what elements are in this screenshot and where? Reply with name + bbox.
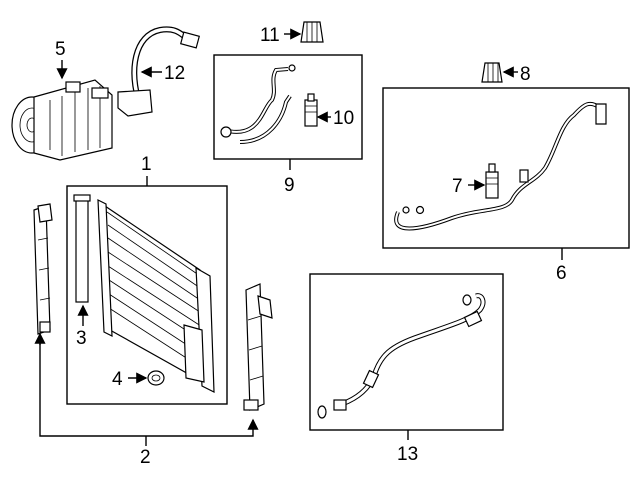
compressor [11,79,113,161]
compressor-hose [117,26,201,117]
plug-part-4 [147,370,165,386]
callout-12: 12 [164,63,185,84]
pressure-switch-10 [304,93,318,127]
receiver-drier-line [220,64,296,144]
box-part-9 [213,54,363,160]
drier-cartridge-3 [73,194,91,303]
cap-part-11 [300,21,324,43]
callout-5: 5 [55,39,66,60]
callout-9: 9 [284,175,295,196]
callout-4: 4 [112,369,123,390]
ac-line-6 [394,101,607,231]
callout-11: 11 [260,25,280,46]
ac-hose-13 [317,293,486,419]
bracket-left [33,203,53,335]
callout-10: 10 [333,108,354,129]
bracket-right [243,283,273,411]
cap-part-8 [481,62,503,83]
callout-3: 3 [76,328,87,349]
pressure-switch-7 [485,163,499,199]
callout-1: 1 [141,154,152,175]
callout-6: 6 [556,263,567,284]
callout-7: 7 [452,176,463,197]
condenser [97,199,215,393]
callout-13: 13 [397,444,418,465]
callout-8: 8 [520,64,531,85]
box-part-13 [309,273,504,431]
callout-2: 2 [140,447,151,468]
box-part-6 [382,87,630,249]
